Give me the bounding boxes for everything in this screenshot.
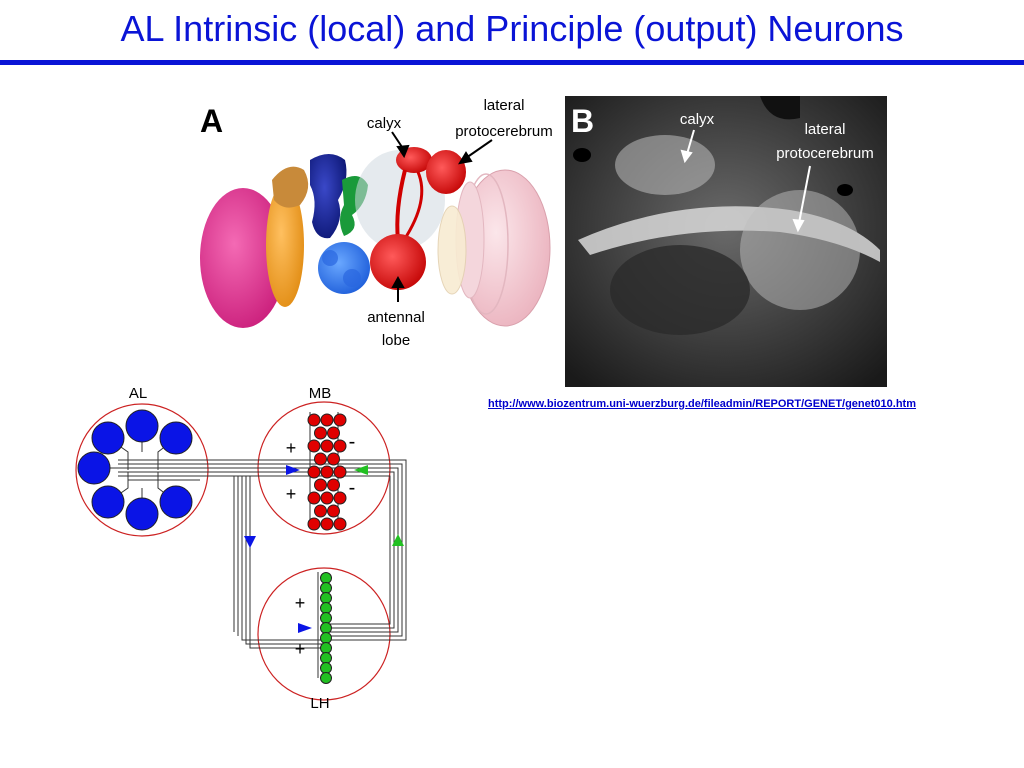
label-a-lateral-1: lateral bbox=[484, 97, 525, 114]
mb-cell bbox=[327, 478, 340, 492]
orange-lobe bbox=[266, 183, 304, 307]
lh-cell bbox=[320, 642, 332, 654]
mb-cell bbox=[307, 439, 321, 453]
red-projection-neurons bbox=[370, 147, 466, 290]
mb-cell bbox=[333, 465, 347, 479]
lh-cell bbox=[320, 662, 332, 674]
mb-cell bbox=[327, 452, 340, 466]
label-b-lateral-1: lateral bbox=[805, 121, 846, 138]
mb-cell bbox=[333, 491, 347, 505]
mb-cell bbox=[314, 478, 327, 492]
magenta-optic-lobe bbox=[200, 188, 286, 328]
mb-label: MB bbox=[309, 385, 332, 402]
lh-plus-bottom: + bbox=[295, 639, 306, 659]
al-cell bbox=[91, 421, 125, 455]
mb-cell bbox=[333, 439, 347, 453]
figure-a-arrows bbox=[391, 131, 493, 302]
lh-cell bbox=[320, 612, 332, 624]
al-label: AL bbox=[129, 385, 147, 402]
output-tract bbox=[118, 459, 407, 649]
tract-up-arrow bbox=[392, 534, 404, 546]
mb-cell bbox=[333, 517, 347, 531]
source-link[interactable]: http://www.biozentrum.uni-wuerzburg.de/f… bbox=[488, 398, 917, 410]
tract-down-arrow bbox=[244, 536, 256, 548]
mb-cell bbox=[307, 491, 321, 505]
label-a-antennal-2: lobe bbox=[382, 332, 410, 349]
figure-b-arrows bbox=[680, 129, 811, 233]
lh-input-arrow bbox=[298, 623, 312, 633]
title-underline bbox=[0, 60, 1024, 65]
mb-cell bbox=[307, 517, 321, 531]
mb-minus-bottom: - bbox=[349, 477, 356, 499]
lh-cell bbox=[320, 582, 332, 594]
mb-cell bbox=[333, 413, 347, 427]
mb-plus-top: + bbox=[286, 438, 297, 458]
mb-cell bbox=[314, 504, 327, 518]
figure-b-micrograph bbox=[565, 96, 887, 387]
al-cell bbox=[91, 485, 125, 519]
label-a-lateral-2: protocerebrum bbox=[455, 123, 553, 140]
pink-optic-lobe-right bbox=[437, 169, 551, 327]
mb-cell bbox=[314, 452, 327, 466]
mb-cell bbox=[320, 465, 334, 479]
lh-cell bbox=[320, 652, 332, 664]
mb-input-arrow bbox=[286, 465, 300, 475]
mb-cell bbox=[307, 413, 321, 427]
mb-cell-group bbox=[307, 413, 347, 531]
al-cell bbox=[159, 421, 193, 455]
label-b-lateral-2: protocerebrum bbox=[776, 145, 874, 162]
mb-cell bbox=[307, 465, 321, 479]
panel-a-letter: A bbox=[200, 103, 223, 139]
navy-mushroom-body bbox=[310, 154, 347, 239]
mb-minus-top: - bbox=[349, 431, 356, 453]
mb-cell bbox=[320, 439, 334, 453]
mb-cell bbox=[327, 504, 340, 518]
al-cell bbox=[125, 497, 159, 531]
lh-cell bbox=[320, 602, 332, 614]
orange-brown-lobe bbox=[272, 166, 309, 208]
label-a-calyx: calyx bbox=[367, 115, 402, 132]
lh-cell bbox=[320, 572, 332, 584]
mb-cell bbox=[320, 491, 334, 505]
label-a-antennal-1: antennal bbox=[367, 309, 425, 326]
al-cell bbox=[125, 409, 159, 443]
al-ring bbox=[75, 403, 209, 537]
mb-feedback-arrow bbox=[354, 465, 368, 475]
lh-cell bbox=[320, 632, 332, 644]
lh-label: LH bbox=[310, 695, 329, 712]
mb-cell bbox=[320, 413, 334, 427]
neuron-schematic: AL MB LH + + - - + + bbox=[75, 385, 407, 712]
lh-cell bbox=[320, 622, 332, 634]
lh-ring bbox=[257, 567, 391, 701]
lh-plus-top: + bbox=[295, 593, 306, 613]
panel-b-letter: B bbox=[571, 103, 594, 139]
mb-plus-bottom: + bbox=[286, 484, 297, 504]
slide-title: AL Intrinsic (local) and Principle (outp… bbox=[120, 8, 904, 49]
label-b-calyx: calyx bbox=[680, 111, 715, 128]
mb-cell bbox=[320, 517, 334, 531]
lh-cell bbox=[320, 592, 332, 604]
al-cell bbox=[77, 451, 111, 485]
mb-cell bbox=[327, 426, 340, 440]
lh-cell bbox=[320, 672, 332, 684]
al-cell bbox=[159, 485, 193, 519]
mb-cell bbox=[314, 426, 327, 440]
lh-cell-group bbox=[320, 572, 332, 684]
blue-antennal-lobe bbox=[318, 242, 370, 294]
al-cell-group bbox=[77, 409, 193, 531]
